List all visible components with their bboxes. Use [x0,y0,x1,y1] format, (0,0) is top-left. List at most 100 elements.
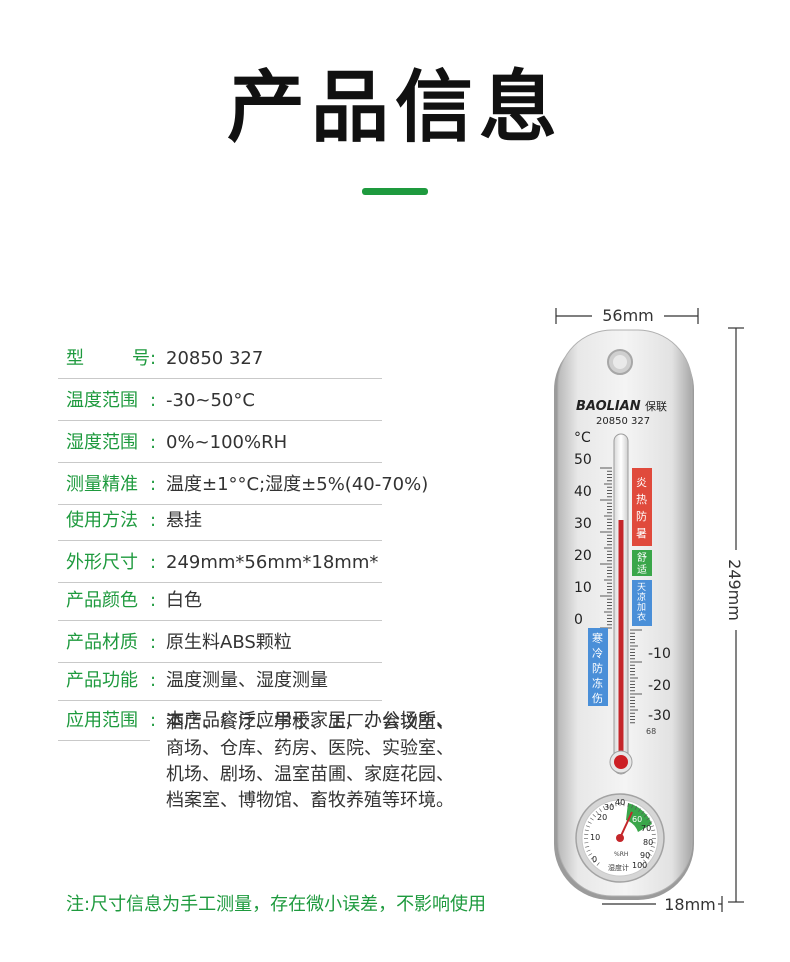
hygro-tick [584,842,589,844]
spec-row-model: 型 号 : 20850 327 [58,340,382,379]
hygro-tick [641,810,645,815]
bulb [614,755,628,769]
application-line: 档案室、博物馆、畜牧养殖等环境。 [166,790,454,811]
spec-value: 悬挂 [166,510,202,531]
hygro-tick [593,859,597,863]
hygro-tick [590,817,594,821]
hygro-tick [638,808,641,812]
hygro-tick-label: 40 [615,798,625,807]
spec-colon: : [150,348,157,369]
hygro-tick [592,814,596,818]
hygro-tick [627,803,629,808]
hygro-tick [645,856,650,860]
depth-dimension-label: 18mm [664,895,716,914]
hygro-tick [584,829,589,832]
spec-row-accuracy: 测量精准 : 温度±1°°C;湿度±5%(40-70%) [58,466,428,505]
zone-comfort-label: 舒适 [637,551,647,576]
scale-label: -30 [648,708,671,724]
zone-cool-badge [632,580,652,626]
small-mark: 68 [646,727,656,736]
scale-label: 0 [574,612,583,628]
comfort-zone-arc [626,803,652,832]
hygro-tick [590,856,595,860]
spec-label: 产品功能 [66,670,138,691]
scale-label: -10 [648,646,671,662]
spec-row-material: 产品材质 : 原生料ABS颗粒 [58,624,382,663]
page-title: 产品信息 [226,63,563,153]
hygro-tick-label: 100 [632,861,647,870]
spec-colon: : [150,670,157,691]
hygro-tick [640,862,644,866]
height-label-bg [726,550,746,630]
application-line: 酒店、餐厅、学校、工厂、会议室、 [166,712,454,733]
zone-hot-badge [632,468,652,546]
hygro-tick [596,862,600,866]
hygro-tick [649,849,654,852]
spec-label: 应用范围 [66,710,138,731]
left-scale-ticks [600,467,612,629]
spec-row-humidity-range: 湿度范围 : 0%~100%RH [58,424,382,463]
spec-value: 0%~100%RH [166,432,288,453]
hygro-tick [615,802,617,807]
hygro-tick [643,859,647,863]
spec-colon: : [150,552,157,573]
hygro-tick-label: 60 [632,815,642,824]
hygro-tick [651,829,656,832]
hygro-tick-label: 80 [643,838,653,847]
right-scale-ticks [630,629,642,724]
spec-row-color: 产品颜色 : 白色 [58,582,382,621]
spec-label: 型 号 [66,348,150,369]
hygro-tick [588,853,593,856]
spec-label: 产品颜色 [66,590,138,611]
spec-row-size: 外形尺寸 : 249mm*56mm*18mm* [58,544,382,583]
hygro-tick [587,821,592,824]
spec-colon: : [150,510,157,531]
zone-cool-label: 天凉加衣 [637,583,646,623]
scale-label: 40 [574,484,592,500]
depth-label-bg [656,894,718,916]
measurement-note: 注:尺寸信息为手工测量，存在微小误差，不影响使用 [66,894,487,915]
spec-label: 温度范围 [66,390,138,411]
hygro-tick [631,804,634,809]
hanging-hole-inner [613,355,627,369]
zone-hot-label: 炎热防暑 [636,476,647,540]
spec-colon: : [150,474,157,495]
application-list: 酒店、餐厅、学校、工厂、会议室、 商场、仓库、药房、医院、实验室、 机场、剧场、… [166,710,454,814]
spec-colon: : [150,632,157,653]
spec-value: 白色 [166,590,202,611]
spec-value: 温度±1°°C;湿度±5%(40-70%) [166,474,429,495]
hygrometer-needle [619,811,633,839]
spec-label: 产品材质 [66,632,138,653]
spec-label: 湿度范围 [66,432,138,453]
model-number: 20850 327 [596,416,650,427]
scale-label: 10 [574,580,592,596]
zone-cold-label: 寒冷防冻伤 [592,631,603,705]
spec-value: 原生料ABS颗粒 [166,632,292,653]
height-dimension-label: 249mm [725,559,744,621]
hygro-tick [651,833,656,835]
scale-label: 20 [574,548,592,564]
spec-value: 温度测量、湿度测量 [166,670,328,691]
hygro-tick [602,806,606,810]
zone-comfort-badge [632,550,652,576]
title-underline [362,188,428,195]
thermometer-illustration: 56mm 249mm 18mm BAOLIAN 保联 20850 327 °C … [554,304,746,916]
hygro-tick [634,806,638,810]
hygro-label: 湿度计 [608,863,629,872]
spec-colon: : [150,710,157,731]
hygro-tick [651,842,656,844]
spec-colon: : [150,432,157,453]
hygro-tick [650,846,655,848]
hygro-tick [586,825,591,828]
spec-colon: : [150,390,157,411]
unit-celsius: °C [574,430,591,446]
hygro-tick [584,833,589,835]
spec-row-temp-range: 温度范围 : -30~50°C [58,382,382,421]
hygro-tick-label: 10 [590,833,600,842]
hygro-tick [599,808,602,812]
spec-value: 249mm*56mm*18mm* [166,552,379,573]
scale-label: 30 [574,516,592,532]
spec-row-function: 产品功能 : 温度测量、湿度测量 [58,662,382,701]
hygro-tick-label: 20 [597,813,607,822]
hygro-tick [648,821,653,824]
